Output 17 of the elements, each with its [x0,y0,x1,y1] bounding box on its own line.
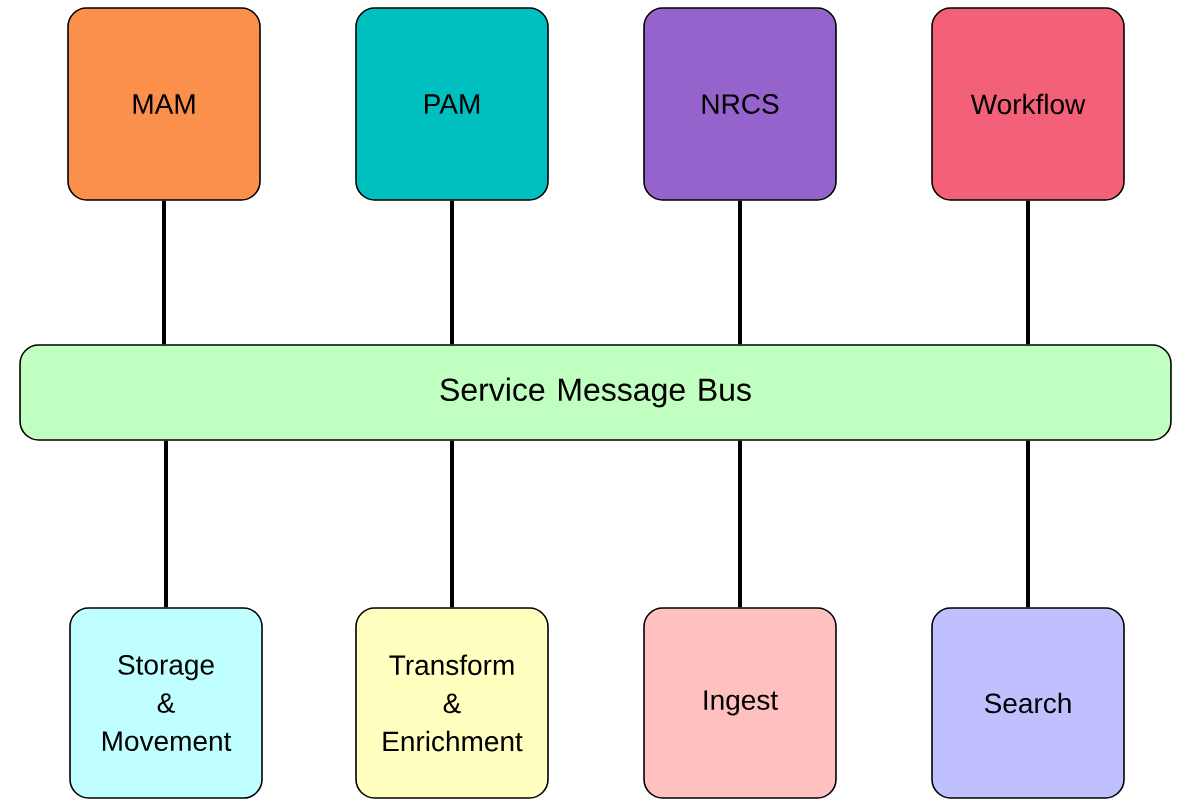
service-box: MAM [67,7,261,201]
connector-line [738,200,742,345]
service-box: Ingest [643,607,837,799]
connector-line [450,200,454,345]
connector-line [738,440,742,608]
service-box: Search [931,607,1125,799]
service-box: PAM [355,7,549,201]
connector-line [164,440,168,608]
service-box: Storage & Movement [69,607,263,799]
service-box: Workflow [931,7,1125,201]
message-bus-bar: Service Message Bus [19,344,1172,441]
connector-line [450,440,454,608]
service-box: NRCS [643,7,837,201]
connector-line [1026,200,1030,345]
connector-line [1026,440,1030,608]
connector-line [162,200,166,345]
service-box: Transform & Enrichment [355,607,549,799]
